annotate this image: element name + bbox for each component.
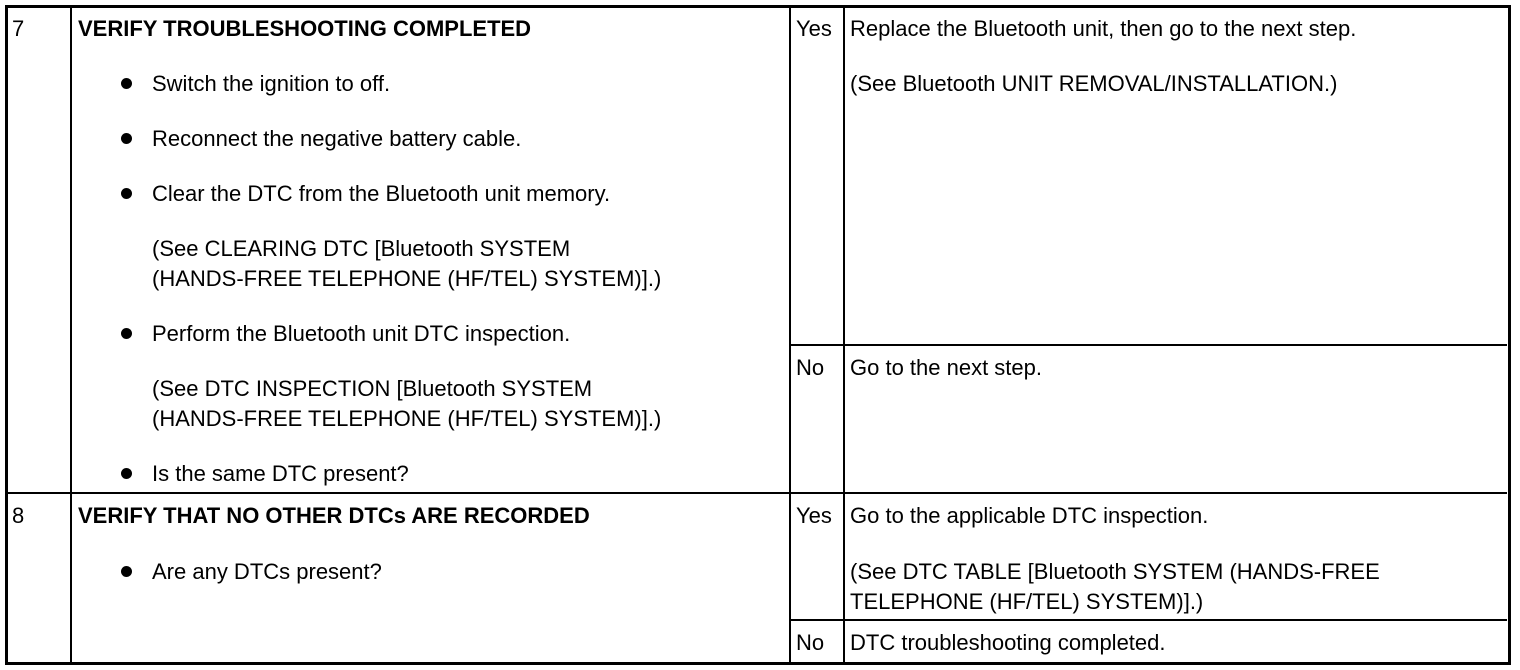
step-number: 7	[12, 16, 25, 41]
column-divider	[843, 6, 845, 662]
reference-text: (See CLEARING DTC [Bluetooth SYSTEM	[152, 236, 571, 261]
no-label: No	[796, 355, 825, 380]
list-item: Switch the ignition to off.	[152, 71, 391, 96]
row-divider	[789, 619, 1507, 621]
no-label: No	[796, 630, 825, 655]
list-item: Are any DTCs present?	[152, 559, 382, 584]
yes-reference: (See DTC TABLE [Bluetooth SYSTEM (HANDS-…	[850, 559, 1380, 584]
list-item: Clear the DTC from the Bluetooth unit me…	[152, 181, 611, 206]
step-title: VERIFY TROUBLESHOOTING COMPLETED	[78, 16, 532, 41]
step-title: VERIFY THAT NO OTHER DTCs ARE RECORDED	[78, 503, 590, 528]
reference-text: (HANDS-FREE TELEPHONE (HF/TEL) SYSTEM)].…	[152, 266, 662, 291]
row-divider	[789, 344, 1507, 346]
bullet-icon	[121, 133, 132, 144]
yes-action: Replace the Bluetooth unit, then go to t…	[850, 16, 1357, 41]
no-action: DTC troubleshooting completed.	[850, 630, 1166, 655]
bullet-icon	[121, 78, 132, 89]
reference-text: (HANDS-FREE TELEPHONE (HF/TEL) SYSTEM)].…	[152, 406, 662, 431]
bullet-icon	[121, 188, 132, 199]
yes-action: Go to the applicable DTC inspection.	[850, 503, 1209, 528]
yes-label: Yes	[796, 503, 832, 528]
table-border	[5, 5, 1511, 665]
bullet-icon	[121, 328, 132, 339]
column-divider	[70, 6, 72, 662]
yes-label: Yes	[796, 16, 832, 41]
reference-text: (See DTC INSPECTION [Bluetooth SYSTEM	[152, 376, 593, 401]
list-item: Perform the Bluetooth unit DTC inspectio…	[152, 321, 571, 346]
bullet-icon	[121, 468, 132, 479]
no-action: Go to the next step.	[850, 355, 1043, 380]
column-divider	[789, 6, 791, 662]
bullet-icon	[121, 566, 132, 577]
list-item: Reconnect the negative battery cable.	[152, 126, 522, 151]
row-divider	[5, 492, 1507, 494]
step-number: 8	[12, 503, 25, 528]
yes-reference: (See Bluetooth UNIT REMOVAL/INSTALLATION…	[850, 71, 1338, 96]
yes-reference: TELEPHONE (HF/TEL) SYSTEM)].)	[850, 589, 1204, 614]
list-item: Is the same DTC present?	[152, 461, 409, 486]
